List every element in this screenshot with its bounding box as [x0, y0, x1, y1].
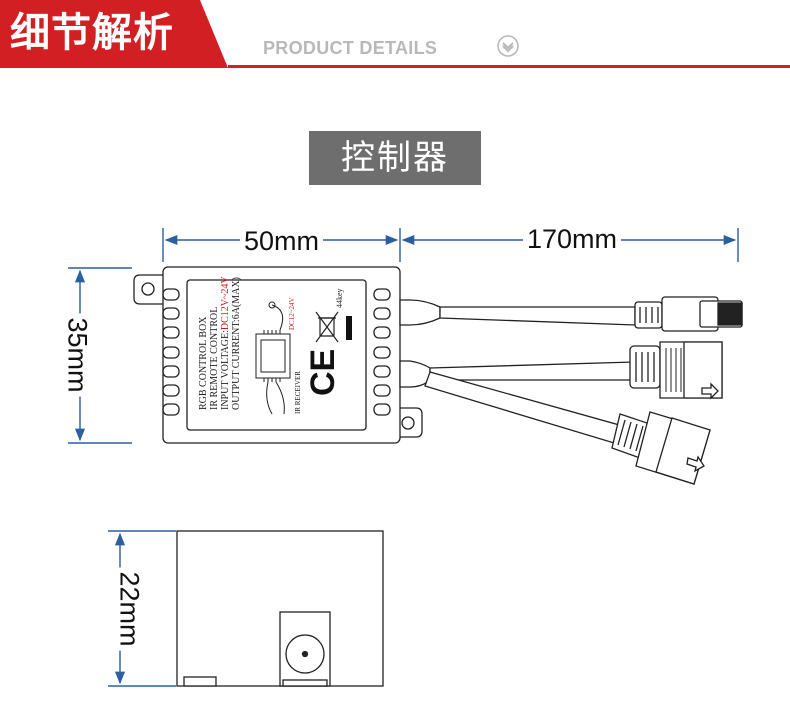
depth-dimension-label: 22mm [114, 567, 145, 651]
width-dimension-label: 50mm [240, 226, 324, 256]
ir-receiver-text: IR RECEIVER [294, 371, 302, 414]
keys-text: 44key [335, 288, 344, 308]
header-title: 细节解析 [10, 10, 174, 56]
chevron-down-icon [497, 35, 519, 57]
crossed-bin-icon [315, 311, 339, 343]
label-line-3-value: DC12V~24V [220, 276, 231, 331]
weee-bar [346, 316, 352, 340]
header-tab [0, 0, 228, 68]
svg-text:INPUT VOLTAGE:DC12V~24V: INPUT VOLTAGE:DC12V~24V [220, 276, 231, 410]
header-subtitle: PRODUCT DETAILS [263, 38, 438, 58]
pcb-voltage-text: DC12~24V [288, 297, 296, 330]
label-line-3-prefix: INPUT VOLTAGE: [220, 330, 231, 410]
page-header: 细节解析 PRODUCT DETAILS [0, 0, 790, 72]
controller-top-view [133, 266, 743, 485]
ce-mark: CE [304, 349, 342, 396]
label-line-1: RGB CONTROL BOX [198, 316, 209, 410]
height-dimension-label: 35mm [62, 313, 93, 397]
section-title: 控制器 [309, 131, 481, 185]
cable-length-dimension-label: 170mm [523, 224, 622, 254]
label-line-4: OUTPUT CURRENT:6A(MAX) [231, 277, 242, 410]
header-rule [228, 65, 790, 68]
device-label: RGB CONTROL BOX IR REMOTE CONTROL INPUT … [198, 276, 352, 415]
label-line-2: IR REMOTE CONTROL [209, 307, 220, 410]
controller-side-view [176, 530, 384, 687]
